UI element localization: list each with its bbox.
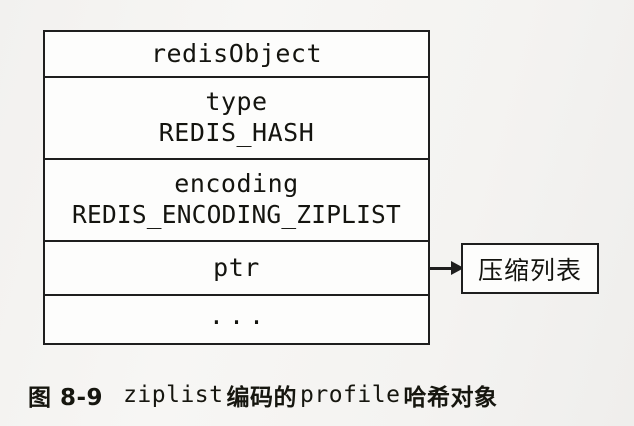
ellipsis-label: ...: [208, 301, 270, 331]
type-field-value: REDIS_HASH: [158, 117, 315, 147]
redis-object-struct-box: redisObject type REDIS_HASH encoding RED…: [43, 30, 430, 345]
encoding-field-label: encoding: [174, 169, 299, 199]
ptr-field-label: ptr: [213, 253, 260, 282]
arrow-line: [430, 267, 454, 270]
caption-mono-ziplist: ziplist: [123, 382, 224, 408]
struct-row-title: redisObject: [45, 32, 428, 78]
caption-cjk-hash-object: 哈希对象: [403, 384, 498, 411]
struct-row-type: type REDIS_HASH: [45, 78, 428, 160]
figure-caption: 图 8-9 ziplist 编码的 profile 哈希对象: [28, 378, 618, 412]
struct-title-label: redisObject: [150, 39, 323, 69]
caption-figure-number: 图 8-9: [28, 385, 104, 411]
ziplist-label: 压缩列表: [477, 255, 582, 285]
type-field-label: type: [205, 87, 268, 116]
struct-row-encoding: encoding REDIS_ENCODING_ZIPLIST: [45, 160, 428, 242]
struct-row-ellipsis: ...: [45, 296, 428, 343]
caption-mono-profile: profile: [300, 382, 401, 408]
ziplist-target-box: 压缩列表: [461, 243, 599, 294]
struct-row-ptr: ptr: [45, 242, 428, 296]
caption-cjk-encoding-of: 编码的: [226, 384, 297, 411]
encoding-field-value: REDIS_ENCODING_ZIPLIST: [72, 199, 401, 229]
ptr-arrow-icon: [430, 259, 464, 277]
arrow-head: [451, 260, 464, 275]
